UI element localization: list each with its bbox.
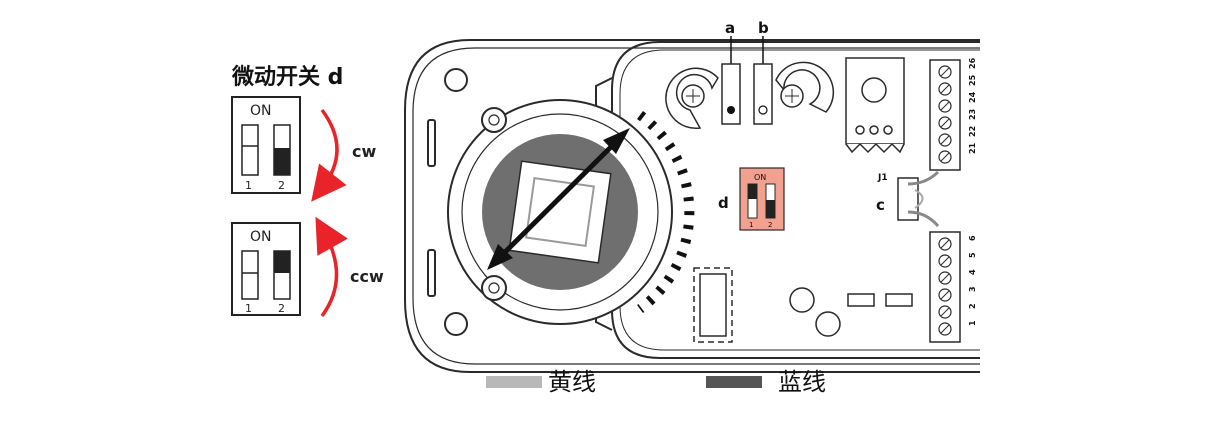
dip-pos2-label: 2 bbox=[278, 179, 285, 192]
terminal-number: 26 bbox=[968, 57, 977, 69]
limit-switch-group: a b bbox=[665, 19, 835, 130]
ccw-label: ccw bbox=[350, 267, 384, 286]
position-indicator-arrow-icon bbox=[493, 134, 624, 264]
jumper-j1: J1 c bbox=[876, 170, 940, 228]
terminal-number: 23 bbox=[968, 109, 977, 120]
dip-slot-1 bbox=[241, 250, 259, 300]
terminal-number: 1 bbox=[968, 320, 977, 326]
terminal-number: 6 bbox=[968, 235, 977, 241]
yellow-wire-swatch bbox=[486, 376, 542, 388]
shaft-clamp-assembly bbox=[447, 99, 695, 325]
terminal-number: 25 bbox=[968, 74, 977, 86]
label-a: a bbox=[725, 19, 735, 37]
dip-pos1-label: 1 bbox=[245, 302, 252, 315]
dip-pos1-label: 1 bbox=[749, 221, 753, 229]
terminal-number: 4 bbox=[968, 269, 977, 275]
label-b: b bbox=[758, 19, 769, 37]
legend-yellow-label: 黄线 bbox=[548, 368, 596, 396]
dip-pos1-label: 1 bbox=[245, 179, 252, 192]
switch-title: 微动开关 d bbox=[231, 64, 343, 90]
cw-label: cw bbox=[352, 142, 376, 161]
wire-legend: 黄线 蓝线 bbox=[486, 368, 826, 396]
terminal-number: 24 bbox=[968, 91, 977, 103]
blue-wire-swatch bbox=[706, 376, 762, 388]
dip-pos2-label: 2 bbox=[768, 221, 772, 229]
dip-on-label: ON bbox=[754, 173, 766, 182]
legend-blue-label: 蓝线 bbox=[778, 368, 826, 396]
switch-b bbox=[753, 63, 773, 125]
ccw-arrow-icon bbox=[315, 216, 348, 318]
actuator-housing bbox=[404, 39, 980, 373]
terminal-number: 3 bbox=[968, 286, 977, 292]
terminal-block-top: 26 25 24 23 22 21 bbox=[929, 57, 977, 171]
dip-knob-down bbox=[274, 148, 290, 175]
cw-arrow-icon bbox=[311, 108, 347, 202]
terminal-number: 5 bbox=[968, 252, 977, 258]
switch-a bbox=[721, 63, 741, 125]
cam-a bbox=[665, 67, 719, 130]
label-d: d bbox=[718, 194, 729, 212]
board-components bbox=[693, 267, 913, 343]
dip-switch-d: d ON 1 2 bbox=[718, 167, 785, 231]
potentiometer bbox=[845, 57, 905, 154]
dip-knob-up bbox=[274, 251, 290, 273]
terminal-block-bottom: 6 5 4 3 2 1 bbox=[929, 231, 977, 343]
dip-on-label: ON bbox=[250, 229, 272, 245]
terminal-number: 2 bbox=[968, 303, 977, 309]
gear-teeth bbox=[637, 110, 695, 314]
label-c: c bbox=[876, 196, 885, 214]
dip-pos2-label: 2 bbox=[278, 302, 285, 315]
terminal-number: 21 bbox=[968, 142, 977, 154]
terminal-number: 22 bbox=[968, 126, 977, 137]
dip-slot-1 bbox=[241, 124, 259, 176]
cam-b bbox=[775, 61, 835, 113]
dip-switch-ccw: ON 1 2 bbox=[231, 222, 301, 316]
dip-switch-cw: ON 1 2 bbox=[231, 96, 301, 194]
dip-on-label: ON bbox=[250, 103, 272, 119]
label-j1: J1 bbox=[877, 173, 888, 183]
